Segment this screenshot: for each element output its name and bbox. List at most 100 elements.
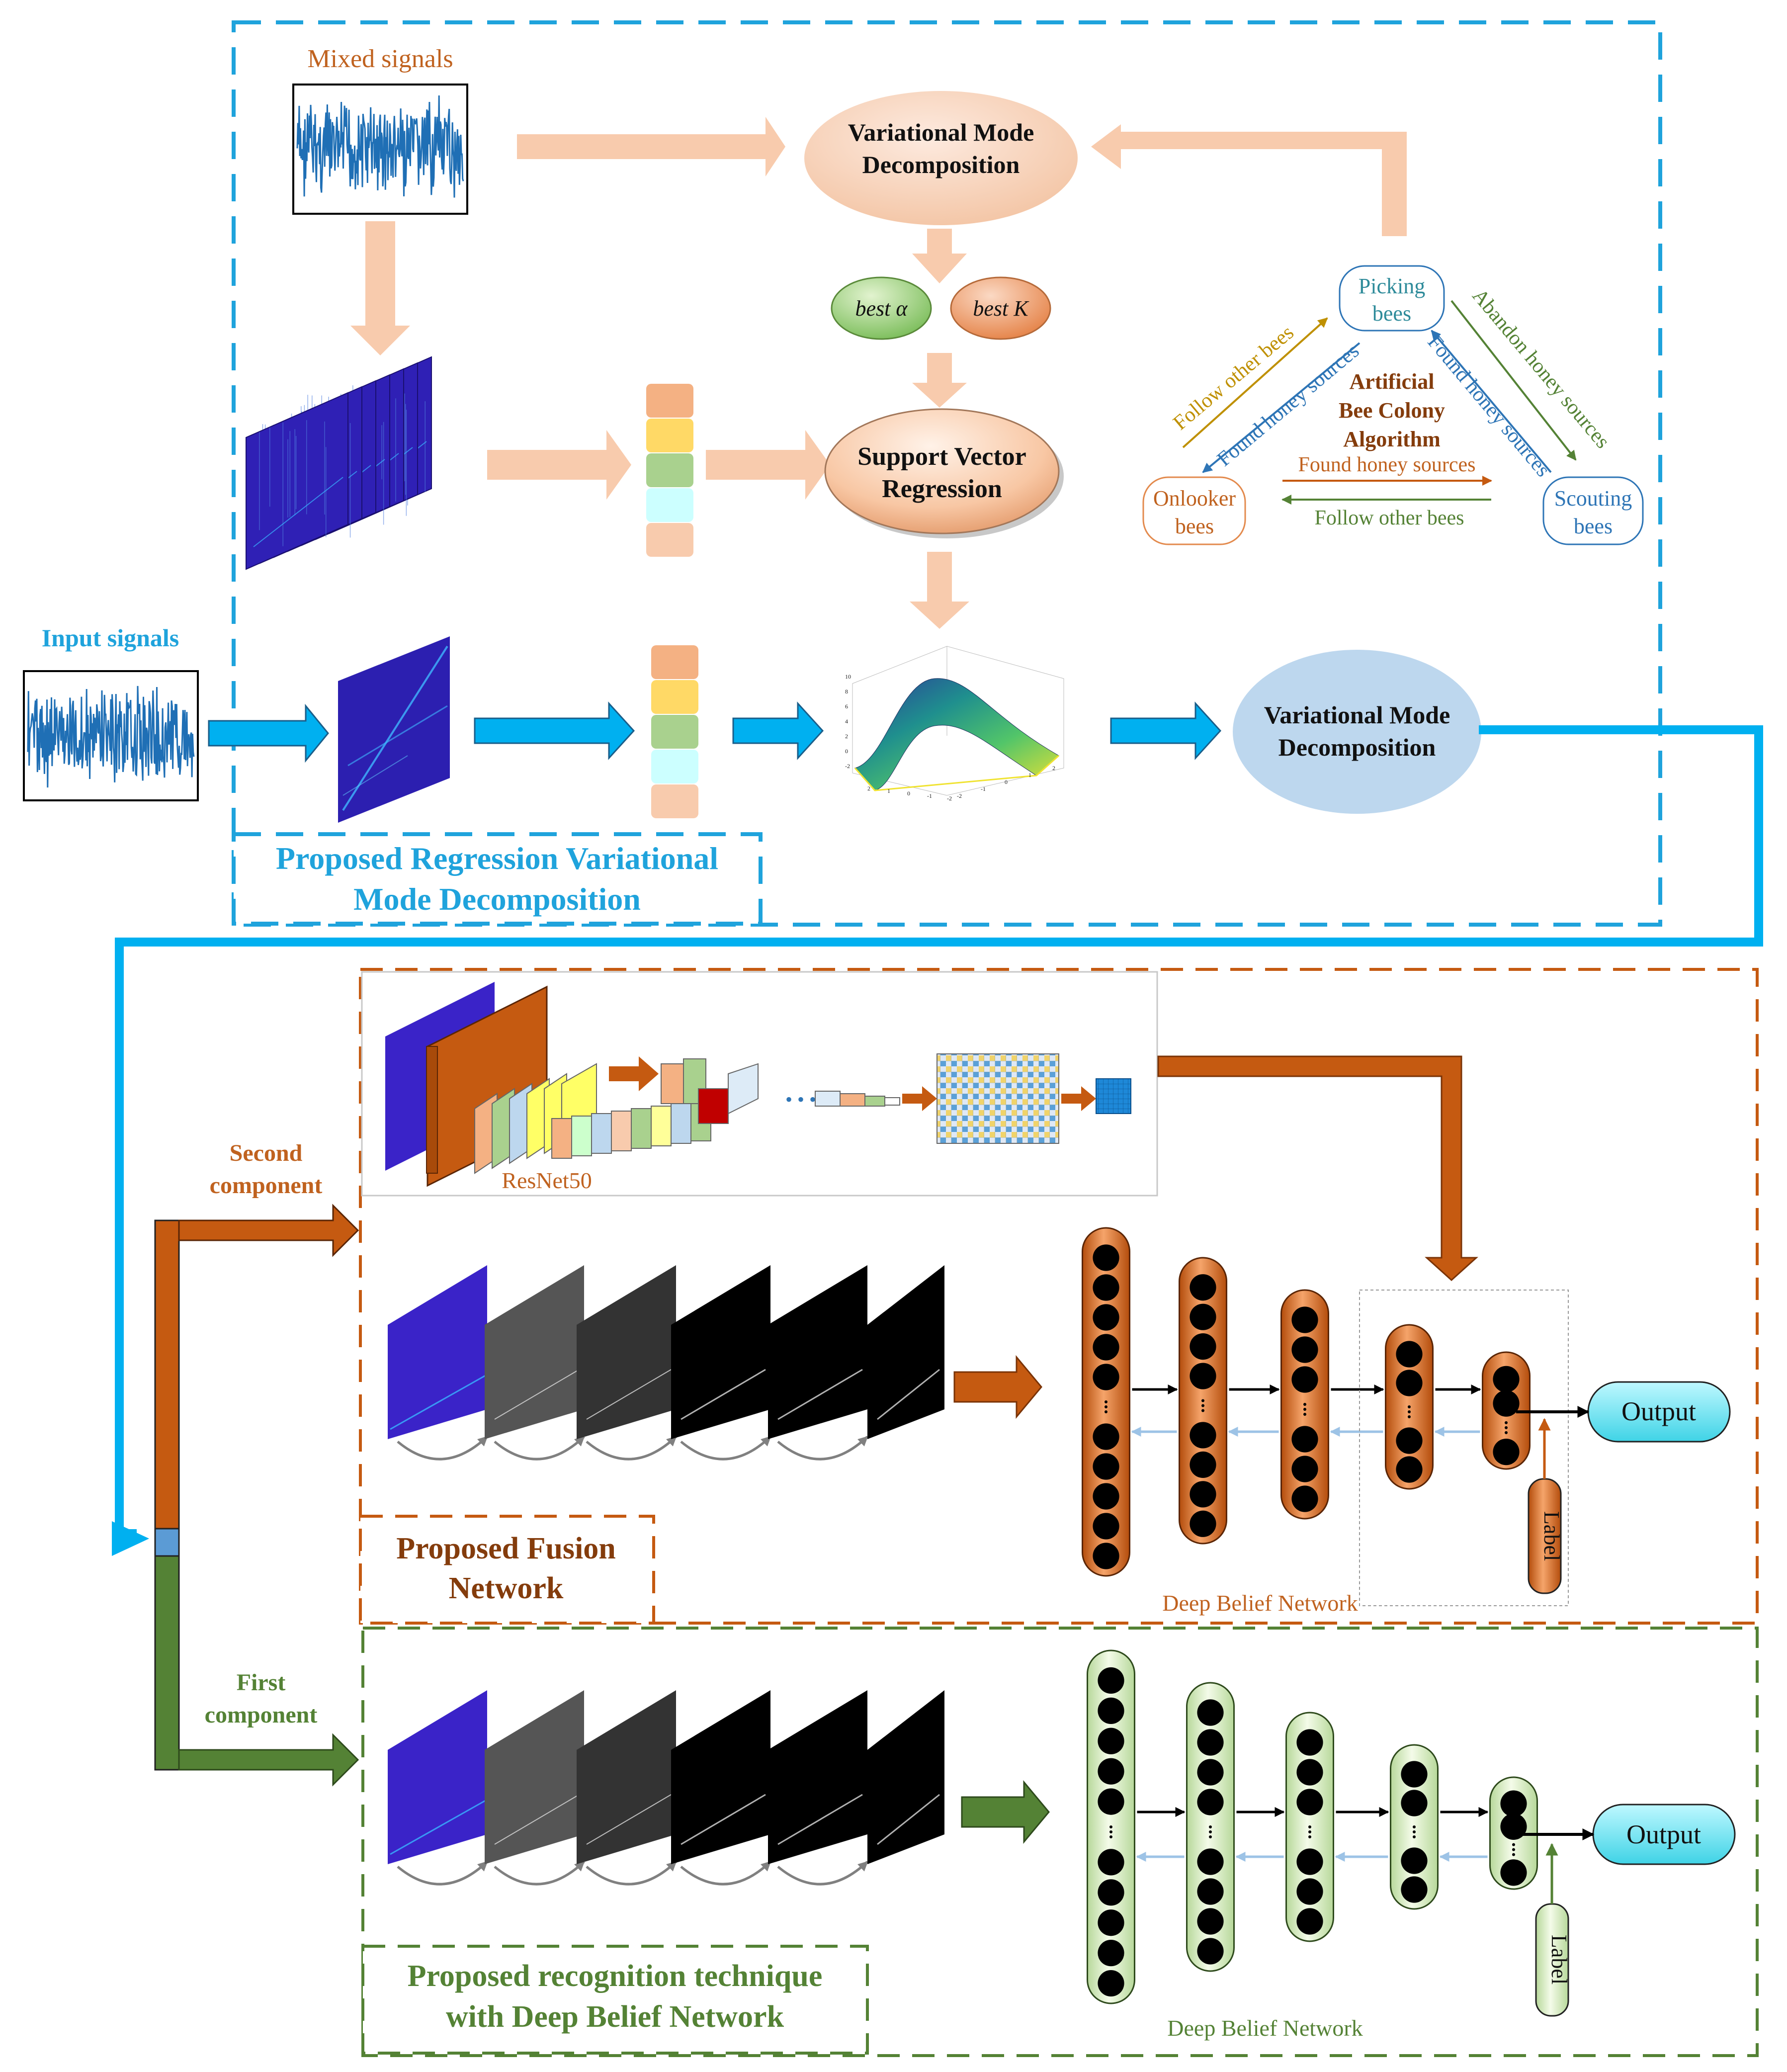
cascade-frame: [768, 1265, 867, 1439]
fusion-panel: [359, 968, 1759, 1625]
label-fusion-text: Label: [1539, 1511, 1564, 1561]
input-signals-label: Input signals: [42, 624, 179, 652]
cascade-frame: [388, 1690, 488, 1864]
arrow-found-down-left: [1202, 342, 1361, 473]
dbn-layer: [1087, 1649, 1135, 2004]
cascade-frame: [867, 1265, 944, 1439]
arrow-abandon: [1450, 300, 1577, 461]
cascade-frame: [867, 1690, 944, 1864]
input-spectrogram: [338, 636, 450, 823]
dbn-layer: [1179, 1257, 1227, 1545]
arrow-found-up-right: [1431, 330, 1552, 473]
best-alpha-pill: [831, 276, 932, 340]
vmd-bottom-node: [1233, 650, 1481, 814]
svg-text:8: 8: [845, 688, 848, 695]
cascade-to-dbn-arrow-green: [961, 1780, 1050, 1844]
rvmd-title-line1: Proposed Regression Variational: [276, 841, 718, 876]
picking-bees-line1: Picking: [1359, 274, 1425, 298]
feature-vector-bottom: [651, 645, 698, 818]
component-split-orange: [154, 1219, 180, 1530]
best-alpha-text: best α: [855, 296, 908, 321]
svg-text:-2: -2: [845, 763, 850, 770]
cascade-frame: [671, 1265, 770, 1439]
label-abandon-honey-sources: Abandon honey sources: [1468, 284, 1615, 453]
svg-text:• • •: • • •: [785, 1088, 816, 1111]
mixed-signals-plot: [292, 84, 468, 215]
label-found-honey-sources-bottom: Found honey sources: [1298, 453, 1476, 476]
rvmd-title-box: [232, 832, 763, 926]
dbn-layer: [1385, 1324, 1434, 1490]
component-split-center: [154, 1528, 180, 1557]
abc-feedback-column: [1382, 132, 1407, 236]
svg-text:10: 10: [845, 673, 851, 680]
second-component-arrow: [178, 1204, 359, 1257]
resnet-label: ResNet50: [502, 1168, 592, 1193]
recognition-panel: [361, 1627, 1759, 2057]
svg-text:2: 2: [1052, 765, 1055, 772]
svg-text:1: 1: [1028, 772, 1031, 778]
svg-text:1: 1: [887, 787, 890, 794]
rvmd-panel: [232, 20, 1662, 927]
cascade-frame: [768, 1690, 867, 1864]
abc-title-line1: Artificial: [1349, 369, 1434, 394]
svg-text:6: 6: [845, 703, 848, 710]
label-follow-other-bees-bottom: Follow other bees: [1315, 507, 1464, 529]
recognition-title-line2: with Deep Belief Network: [446, 2000, 784, 2034]
second-component-line2: component: [210, 1172, 323, 1199]
scouting-bees-node: [1542, 476, 1644, 545]
blue-flow-arrowhead: [112, 1521, 149, 1556]
picking-bees-node: [1339, 265, 1445, 332]
scouting-bees-line1: Scouting: [1554, 486, 1632, 511]
cascade-to-dbn-arrow: [953, 1355, 1042, 1419]
svg-text:0: 0: [845, 748, 848, 755]
svr-node: [824, 408, 1060, 534]
rvmd-title-line2: Mode Decomposition: [353, 881, 641, 917]
dbn-layer: [1390, 1744, 1439, 1910]
resnet-to-dbn-arrow: [1157, 1055, 1478, 1282]
svg-text:4: 4: [845, 718, 848, 725]
svg-text:-1: -1: [981, 785, 986, 792]
svr-line1: Support Vector: [857, 442, 1026, 471]
best-k-text: best K: [973, 296, 1029, 321]
first-component-line1: First: [237, 1669, 286, 1696]
svr-line2: Regression: [882, 475, 1002, 503]
vmd-top-node: [804, 91, 1078, 225]
cascade-frame: [485, 1690, 584, 1864]
svg-text:0: 0: [1005, 778, 1008, 785]
cascade-frame: [577, 1265, 676, 1439]
svg-text:-2: -2: [957, 792, 962, 799]
cascade-frame: [485, 1265, 584, 1439]
scouting-bees-line2: bees: [1574, 514, 1613, 538]
best-k-pill: [950, 276, 1051, 340]
picking-bees-line2: bees: [1372, 301, 1411, 326]
cascade-frame: [388, 1265, 488, 1439]
dbn-recognition-label: Deep Belief Network: [1167, 2015, 1362, 2041]
label-recognition-text: Label: [1547, 1935, 1571, 1985]
dbn-fusion-label: Deep Belief Network: [1162, 1590, 1358, 1616]
recognition-title-box: [361, 1945, 869, 2055]
mixed-signals-label: Mixed signals: [307, 45, 453, 73]
svg-text:-2: -2: [947, 795, 952, 802]
dbn-recognition: [1087, 1649, 1538, 2004]
cascade-frame: [577, 1690, 676, 1864]
blue-flow-arrows-row: [208, 701, 1222, 763]
peach-arrows: [350, 117, 1407, 629]
dbn-layer: [1186, 1682, 1235, 1972]
fusion-title-line1: Proposed Fusion: [396, 1532, 616, 1565]
dbn-layer: [1082, 1227, 1130, 1577]
arrow-follow-up: [1182, 317, 1328, 448]
onlooker-bees-line2: bees: [1175, 514, 1214, 538]
onlooker-bees-line1: Onlooker: [1153, 486, 1236, 511]
svg-text:-1: -1: [927, 792, 932, 799]
input-signals-plot: [23, 670, 199, 801]
spectrogram-stack-top: [246, 356, 432, 570]
abc-title-line3: Algorithm: [1343, 427, 1441, 451]
vmd-top-line1: Variational Mode: [848, 118, 1034, 146]
fusion-title-line2: Network: [449, 1571, 564, 1605]
dbn-layer: [1482, 1351, 1531, 1470]
feature-vector-top: [646, 384, 693, 557]
fusion-title-box: [359, 1515, 655, 1625]
dbn-layer: [1285, 1712, 1334, 1942]
